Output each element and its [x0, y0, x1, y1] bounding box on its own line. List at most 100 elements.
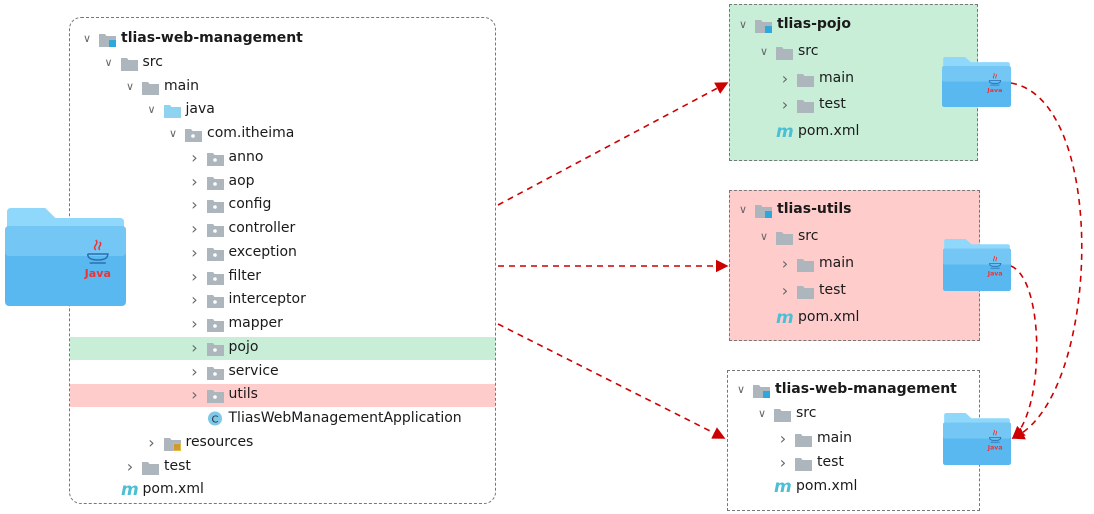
chevron-right-icon[interactable]: ›	[191, 314, 198, 333]
chevron-down-icon[interactable]: ∨	[738, 203, 748, 216]
folder-icon	[795, 433, 812, 447]
dependency-utils-to-web	[1010, 265, 1038, 440]
svg-text:Java: Java	[987, 445, 1003, 452]
tree-item-label: tlias-web-management	[121, 30, 303, 46]
folder-icon	[797, 99, 814, 114]
tree-item-label: main	[164, 77, 199, 94]
tree-item-tlias-pojo[interactable]: ∨tlias-pojo	[730, 14, 977, 37]
package-icon	[185, 128, 202, 142]
tree-item-label: test	[164, 457, 191, 474]
chevron-right-icon[interactable]: ›	[779, 428, 787, 448]
tree-item-main[interactable]: ›main	[730, 68, 977, 91]
tree-item-mapper[interactable]: ›mapper	[70, 313, 495, 336]
chevron-down-icon[interactable]: ∨	[82, 32, 92, 45]
module-icon	[753, 384, 770, 398]
package-icon	[206, 389, 224, 404]
chevron-down-icon[interactable]: ∨	[757, 407, 767, 421]
chevron-down-icon[interactable]: ∨	[104, 55, 113, 69]
chevron-right-icon[interactable]: ›	[191, 219, 198, 238]
chevron-right-icon[interactable]: ›	[781, 95, 789, 115]
tree-item-test[interactable]: ›test	[728, 452, 979, 475]
chevron-right-icon[interactable]: ›	[781, 254, 789, 273]
package-icon	[206, 199, 224, 214]
tree-item-interceptor[interactable]: ›interceptor	[70, 289, 495, 312]
tree-item-src[interactable]: ∨ src	[730, 226, 979, 249]
tree-item-java[interactable]: ∨ java	[70, 99, 495, 122]
module-icon	[99, 33, 116, 47]
tree-item-tlias-utils[interactable]: ∨tlias-utils	[730, 199, 979, 222]
tree-item-test[interactable]: › test	[70, 456, 495, 479]
tree-item-aop[interactable]: ›aop	[70, 171, 495, 194]
chevron-right-icon[interactable]: ›	[191, 171, 198, 191]
folder-icon	[795, 457, 812, 471]
java-folder-icon: Java	[942, 57, 1011, 107]
svg-text:Java: Java	[986, 88, 1002, 95]
chevron-right-icon[interactable]: ›	[191, 337, 198, 357]
tree-item-label: main	[819, 255, 854, 271]
tree-item-utils[interactable]: ›utils	[70, 384, 495, 408]
tree-item-label: service	[228, 362, 279, 379]
chevron-down-icon[interactable]: ∨	[125, 79, 135, 93]
chevron-right-icon[interactable]: ›	[126, 456, 134, 476]
tree-item-anno[interactable]: ›anno	[70, 147, 495, 170]
resources-icon	[163, 437, 181, 451]
tree-item-test[interactable]: ›test	[730, 94, 977, 117]
chevron-down-icon[interactable]: ∨	[168, 127, 178, 140]
chevron-down-icon[interactable]: ∨	[147, 103, 156, 117]
package-icon	[206, 294, 224, 309]
dependency-pojo-to-web	[1010, 82, 1083, 440]
tree-item-src[interactable]: ∨src	[728, 403, 979, 426]
tree-item-label: exception	[228, 243, 297, 260]
chevron-right-icon[interactable]: ›	[191, 195, 198, 215]
tree-item-tlias-web-management[interactable]: ∨tlias-web-management	[728, 379, 979, 402]
class-icon: C	[207, 411, 224, 426]
chevron-right-icon[interactable]: ›	[781, 68, 789, 88]
module-icon	[755, 19, 772, 33]
svg-text:Java: Java	[84, 267, 111, 280]
folder-icon	[142, 461, 159, 475]
chevron-right-icon[interactable]: ›	[779, 452, 787, 472]
tree-item-com-itheima[interactable]: ∨com.itheima	[70, 123, 495, 146]
java-folder-icon: Java	[943, 413, 1011, 465]
chevron-right-icon[interactable]: ›	[191, 147, 198, 167]
chevron-down-icon[interactable]: ∨	[759, 44, 769, 58]
chevron-right-icon[interactable]: ›	[781, 281, 789, 300]
tree-item-exception[interactable]: › exception	[70, 242, 495, 265]
tree-item-controller[interactable]: ›controller	[70, 218, 495, 241]
chevron-right-icon[interactable]: ›	[191, 290, 198, 310]
folder-icon	[776, 231, 793, 245]
chevron-down-icon[interactable]: ∨	[759, 230, 769, 243]
tree-item-label: java	[185, 101, 215, 118]
tree-item-main[interactable]: › main	[730, 253, 979, 276]
tree-item-service[interactable]: › service	[70, 361, 495, 384]
tree-item-resources[interactable]: ›resources	[70, 432, 495, 455]
tree-item-label: src	[798, 228, 819, 244]
tree-item-test[interactable]: ›test	[730, 280, 979, 303]
chevron-right-icon[interactable]: ›	[191, 242, 198, 262]
chevron-right-icon[interactable]: ›	[191, 385, 198, 405]
tree-item-main[interactable]: ∨ main	[70, 76, 495, 99]
package-icon	[206, 366, 224, 380]
maven-icon: m	[121, 480, 139, 500]
tree-item-label: pojo	[228, 338, 259, 355]
tree-item-config[interactable]: ›config	[70, 194, 495, 217]
chevron-right-icon[interactable]: ›	[191, 266, 198, 286]
tree-item-src[interactable]: ∨src	[70, 52, 495, 75]
chevron-right-icon[interactable]: ›	[148, 432, 155, 452]
chevron-down-icon[interactable]: ∨	[738, 18, 748, 31]
chevron-down-icon[interactable]: ∨	[736, 383, 746, 396]
tree-item-tlias-web-management[interactable]: ∨ tlias-web-management	[70, 28, 495, 51]
module-icon	[755, 204, 772, 218]
tree-item-pojo[interactable]: › pojo	[70, 336, 495, 360]
package-icon	[206, 247, 224, 261]
tree-item-src[interactable]: ∨src	[730, 41, 977, 64]
maven-icon: m	[774, 477, 792, 497]
tree-item-main[interactable]: ›main	[728, 428, 979, 451]
tree-item-filter[interactable]: ›filter	[70, 266, 495, 289]
chevron-right-icon[interactable]: ›	[191, 361, 198, 381]
